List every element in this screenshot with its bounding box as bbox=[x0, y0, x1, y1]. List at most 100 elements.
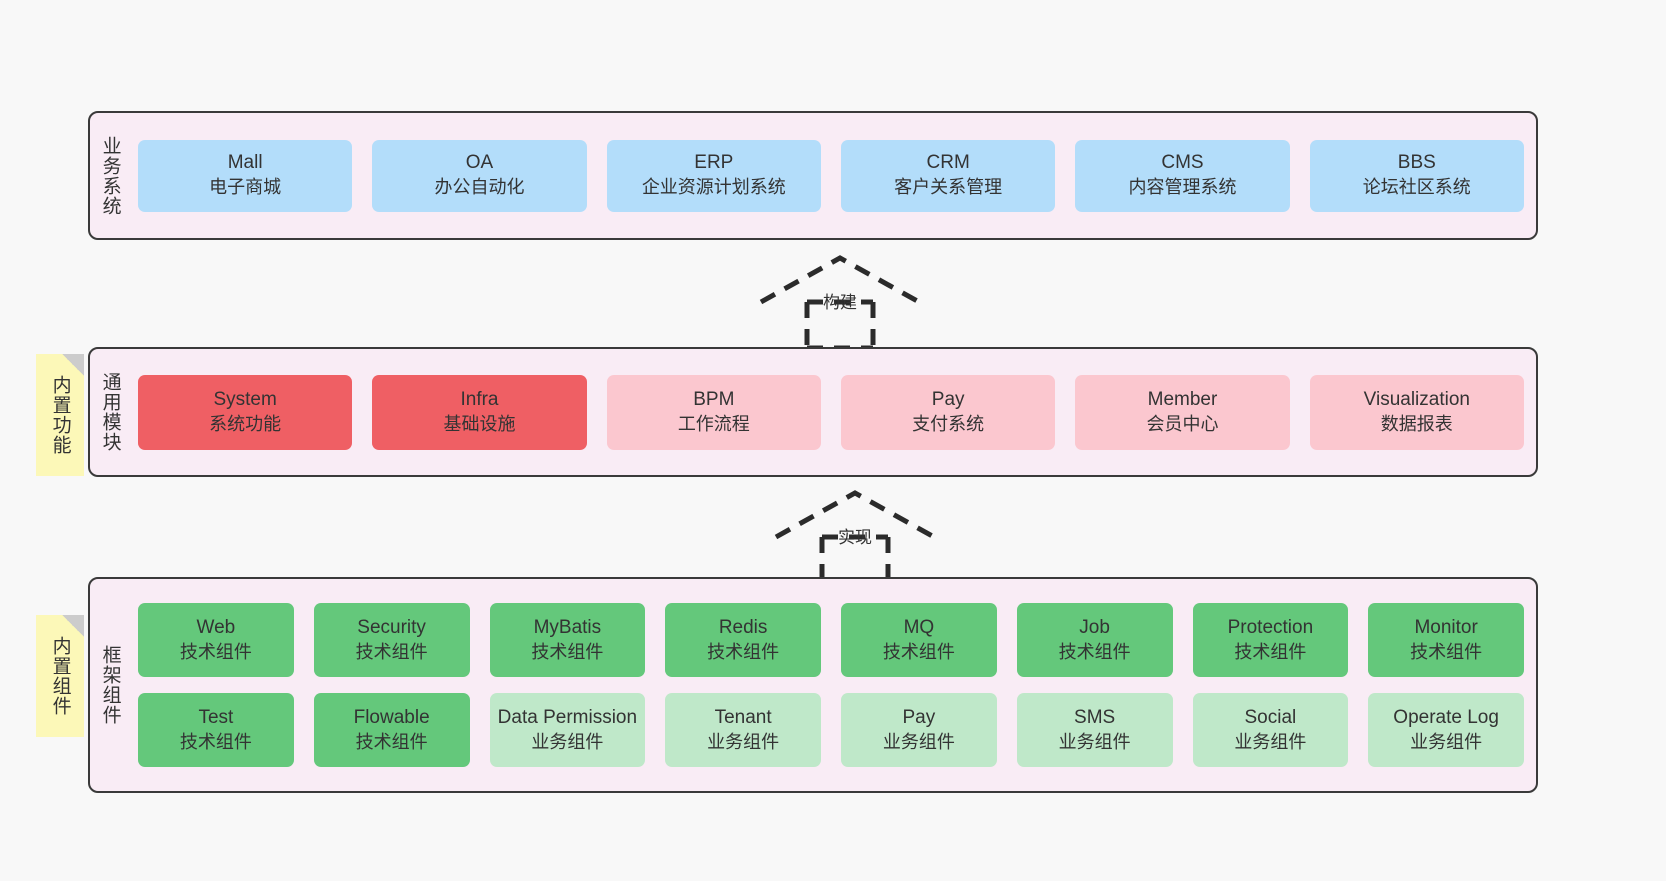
node-redis-subtitle: 技术组件 bbox=[707, 641, 780, 662]
node-bbs-subtitle: 论坛社区系统 bbox=[1362, 177, 1471, 198]
node-crm-subtitle: 客户关系管理 bbox=[894, 177, 1003, 198]
node-mall-title: Mall bbox=[227, 152, 263, 174]
node-web-subtitle: 技术组件 bbox=[179, 641, 252, 662]
node-oa-subtitle: 办公自动化 bbox=[434, 177, 525, 198]
node-data-permission-title: Data Permission bbox=[497, 706, 638, 728]
connector-implement: 实现 bbox=[770, 487, 940, 585]
connector-build-arrow-icon bbox=[759, 255, 921, 350]
layer-common-modules-row: System 系统功能 Infra 基础设施 BPM 工作流程 Pay 支付系统… bbox=[138, 374, 1524, 450]
node-infra-subtitle: 基础设施 bbox=[443, 413, 516, 434]
node-operate-log[interactable]: Operate Log 业务组件 bbox=[1368, 693, 1524, 767]
node-visualization-title: Visualization bbox=[1363, 388, 1470, 410]
node-mybatis-title: MyBatis bbox=[533, 616, 602, 638]
node-member-subtitle: 会员中心 bbox=[1146, 413, 1219, 434]
sticky-note-builtin-components[interactable]: 内置组件 bbox=[36, 615, 84, 737]
node-member[interactable]: Member 会员中心 bbox=[1075, 374, 1290, 450]
node-flowable[interactable]: Flowable 技术组件 bbox=[313, 693, 470, 767]
sticky-note-builtin-components-label: 内置组件 bbox=[49, 636, 71, 716]
node-visualization-subtitle: 数据报表 bbox=[1380, 413, 1453, 434]
layer-common-modules[interactable]: 通用模块 System 系统功能 Infra 基础设施 BPM 工作流程 Pay… bbox=[88, 347, 1538, 477]
node-sms[interactable]: SMS 业务组件 bbox=[1016, 693, 1173, 767]
node-monitor[interactable]: Monitor 技术组件 bbox=[1368, 603, 1524, 677]
node-bpm[interactable]: BPM 工作流程 bbox=[606, 374, 821, 450]
node-erp[interactable]: ERP 企业资源计划系统 bbox=[606, 139, 821, 212]
node-erp-title: ERP bbox=[694, 152, 734, 174]
node-protection[interactable]: Protection 技术组件 bbox=[1192, 603, 1349, 677]
node-mybatis-subtitle: 技术组件 bbox=[531, 641, 604, 662]
node-tenant-subtitle: 业务组件 bbox=[707, 731, 780, 752]
node-crm[interactable]: CRM 客户关系管理 bbox=[840, 139, 1056, 212]
node-test[interactable]: Test 技术组件 bbox=[138, 693, 294, 767]
layer-framework-components[interactable]: 框架组件 Web 技术组件 Security 技术组件 MyBatis 技术组件… bbox=[88, 577, 1538, 793]
node-crm-title: CRM bbox=[926, 152, 970, 174]
node-data-permission[interactable]: Data Permission 业务组件 bbox=[489, 693, 646, 767]
node-mq-title: MQ bbox=[903, 616, 935, 638]
node-operate-log-title: Operate Log bbox=[1393, 706, 1499, 728]
node-oa[interactable]: OA 办公自动化 bbox=[372, 139, 587, 212]
connector-implement-arrow-icon bbox=[774, 490, 936, 585]
sticky-note-builtin-features-label: 内置功能 bbox=[49, 375, 71, 455]
node-security-subtitle: 技术组件 bbox=[355, 641, 428, 662]
node-infra-title: Infra bbox=[460, 388, 499, 410]
node-visualization[interactable]: Visualization 数据报表 bbox=[1309, 374, 1524, 450]
node-pay-module-title: Pay bbox=[931, 388, 965, 410]
node-test-subtitle: 技术组件 bbox=[179, 731, 252, 752]
sticky-note-builtin-features[interactable]: 内置功能 bbox=[36, 354, 84, 476]
node-monitor-subtitle: 技术组件 bbox=[1410, 641, 1483, 662]
node-system[interactable]: System 系统功能 bbox=[138, 374, 353, 450]
layer-framework-components-row-business: Test 技术组件 Flowable 技术组件 Data Permission … bbox=[138, 693, 1524, 767]
node-mybatis[interactable]: MyBatis 技术组件 bbox=[489, 603, 646, 677]
node-flowable-subtitle: 技术组件 bbox=[355, 731, 428, 752]
node-pay-component-subtitle: 业务组件 bbox=[882, 731, 955, 752]
node-pay-module[interactable]: Pay 支付系统 bbox=[840, 374, 1056, 450]
node-system-title: System bbox=[213, 388, 277, 410]
node-cms-subtitle: 内容管理系统 bbox=[1128, 177, 1237, 198]
node-flowable-title: Flowable bbox=[353, 706, 430, 728]
node-sms-title: SMS bbox=[1074, 706, 1116, 728]
node-erp-subtitle: 企业资源计划系统 bbox=[641, 177, 786, 198]
node-monitor-title: Monitor bbox=[1414, 616, 1478, 638]
layer-business-systems-body: Mall 电子商城 OA 办公自动化 ERP 企业资源计划系统 CRM 客户关系… bbox=[130, 113, 1536, 238]
node-redis[interactable]: Redis 技术组件 bbox=[665, 603, 821, 677]
node-security[interactable]: Security 技术组件 bbox=[313, 603, 470, 677]
node-bpm-title: BPM bbox=[693, 388, 735, 410]
node-cms[interactable]: CMS 内容管理系统 bbox=[1075, 139, 1290, 212]
node-pay-component[interactable]: Pay 业务组件 bbox=[841, 693, 997, 767]
node-system-subtitle: 系统功能 bbox=[209, 413, 282, 434]
layer-framework-components-label: 框架组件 bbox=[99, 645, 121, 725]
node-social[interactable]: Social 业务组件 bbox=[1192, 693, 1349, 767]
node-mall-subtitle: 电子商城 bbox=[209, 177, 282, 198]
node-bbs[interactable]: BBS 论坛社区系统 bbox=[1309, 139, 1524, 212]
node-tenant[interactable]: Tenant 业务组件 bbox=[665, 693, 821, 767]
node-operate-log-subtitle: 业务组件 bbox=[1410, 731, 1483, 752]
node-pay-component-title: Pay bbox=[902, 706, 936, 728]
node-member-title: Member bbox=[1147, 388, 1218, 410]
node-web-title: Web bbox=[196, 616, 236, 638]
node-mq[interactable]: MQ 技术组件 bbox=[841, 603, 997, 677]
node-job[interactable]: Job 技术组件 bbox=[1016, 603, 1173, 677]
node-bpm-subtitle: 工作流程 bbox=[677, 413, 750, 434]
node-security-title: Security bbox=[357, 616, 426, 638]
node-protection-title: Protection bbox=[1227, 616, 1314, 638]
node-mall[interactable]: Mall 电子商城 bbox=[138, 139, 353, 212]
connector-build: 构建 bbox=[755, 252, 925, 350]
layer-business-systems[interactable]: 业务系统 Mall 电子商城 OA 办公自动化 ERP 企业资源计划系统 CRM… bbox=[88, 111, 1538, 240]
node-mq-subtitle: 技术组件 bbox=[882, 641, 955, 662]
node-job-subtitle: 技术组件 bbox=[1058, 641, 1131, 662]
node-protection-subtitle: 技术组件 bbox=[1234, 641, 1307, 662]
node-tenant-title: Tenant bbox=[714, 706, 772, 728]
node-infra[interactable]: Infra 基础设施 bbox=[372, 374, 587, 450]
layer-framework-components-body: Web 技术组件 Security 技术组件 MyBatis 技术组件 Redi… bbox=[130, 579, 1536, 791]
node-bbs-title: BBS bbox=[1397, 152, 1436, 174]
layer-business-systems-row: Mall 电子商城 OA 办公自动化 ERP 企业资源计划系统 CRM 客户关系… bbox=[138, 139, 1524, 212]
layer-business-systems-label: 业务系统 bbox=[99, 135, 121, 216]
node-social-title: Social bbox=[1244, 706, 1297, 728]
node-cms-title: CMS bbox=[1161, 152, 1204, 174]
node-job-title: Job bbox=[1079, 616, 1110, 638]
node-test-title: Test bbox=[198, 706, 234, 728]
layer-common-modules-body: System 系统功能 Infra 基础设施 BPM 工作流程 Pay 支付系统… bbox=[130, 349, 1536, 475]
node-redis-title: Redis bbox=[718, 616, 768, 638]
node-data-permission-subtitle: 业务组件 bbox=[531, 731, 604, 752]
node-sms-subtitle: 业务组件 bbox=[1058, 731, 1131, 752]
node-web[interactable]: Web 技术组件 bbox=[138, 603, 294, 677]
